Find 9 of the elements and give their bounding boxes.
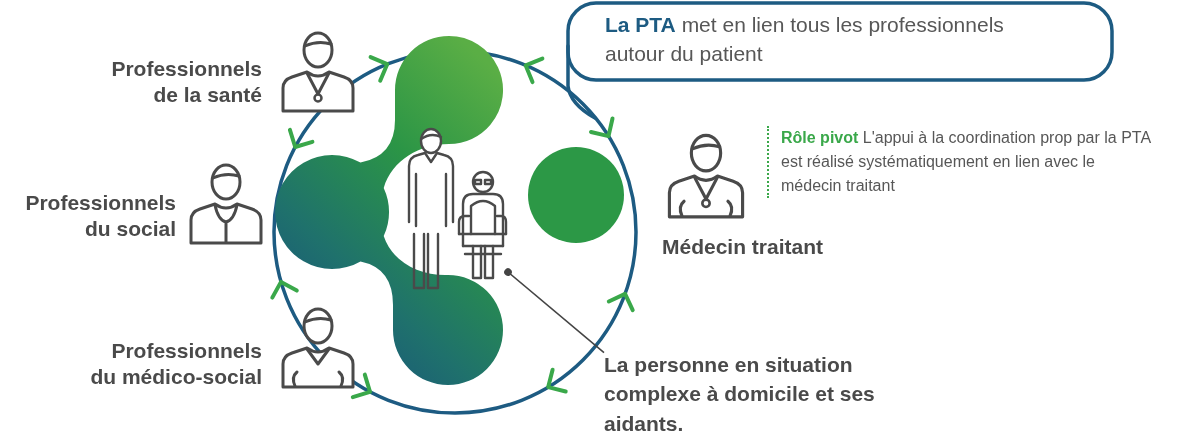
person-label: Médecin traitant: [662, 234, 824, 260]
caption-text: La personne en situation complexe à domicile et ses aidants.: [604, 352, 876, 437]
leader-line: [504, 268, 605, 354]
group-label: Professionnels du social: [24, 190, 176, 242]
group-label: Professionnels de la santé: [110, 56, 262, 108]
note-text: Rôle pivot L'appui à la coordination prop par la PTA est réalisé systématiquement en lien avec le médecin traitant: [767, 126, 1153, 198]
circle-shape: [528, 147, 624, 243]
group-label: Professionnels du médico-social: [89, 338, 262, 390]
bubble-text: La PTA met en lien tous les professionnels autour du patient: [605, 12, 1005, 68]
